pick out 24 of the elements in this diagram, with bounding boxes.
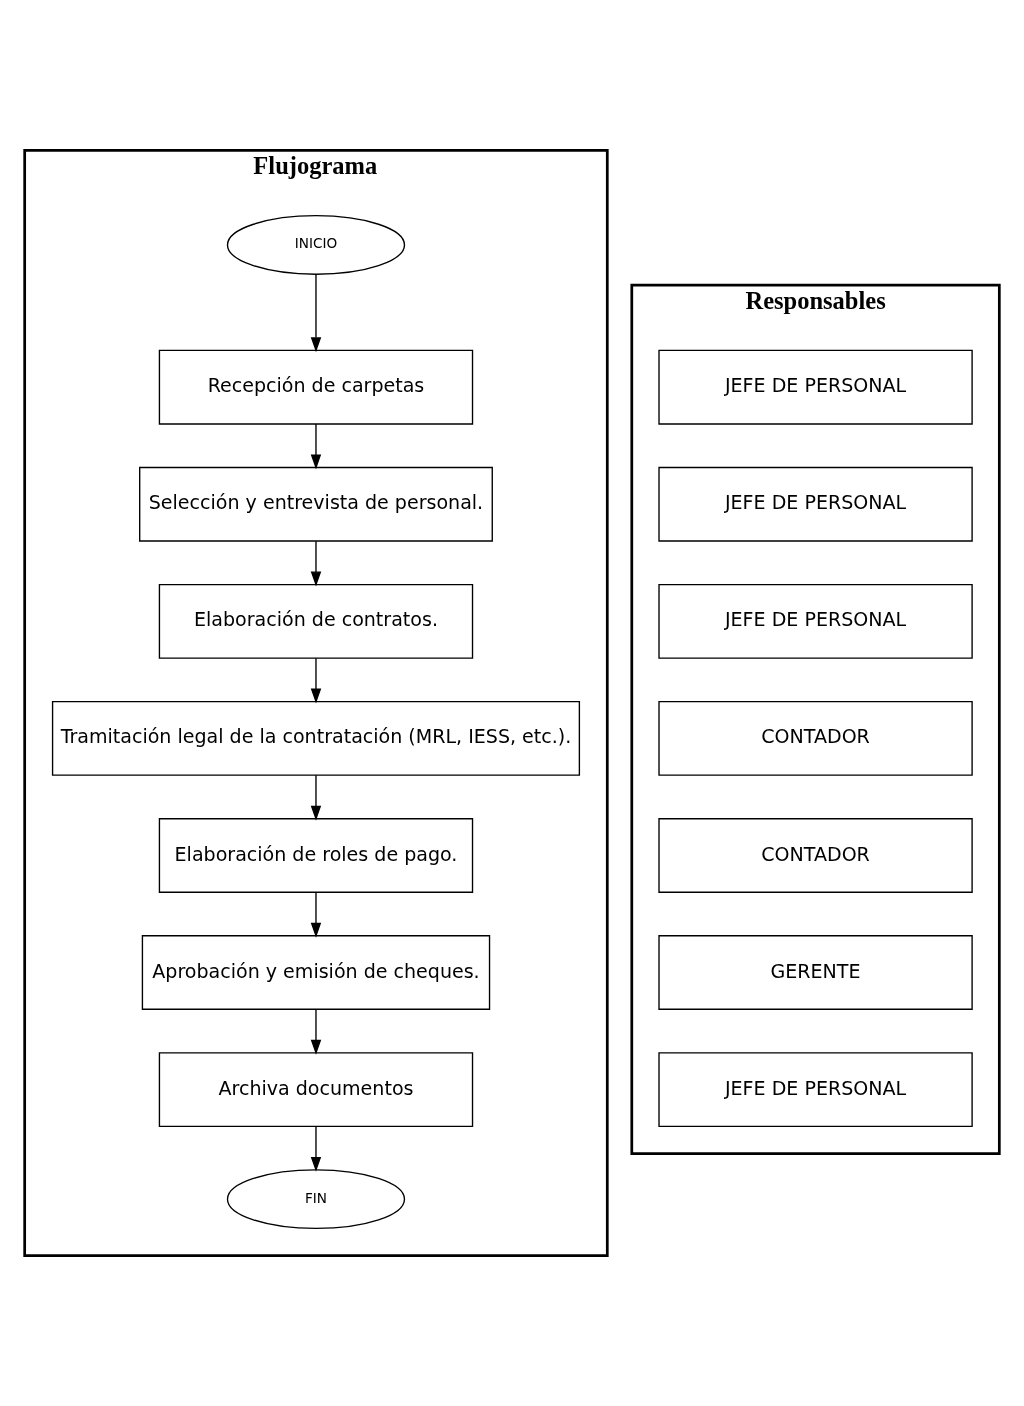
node-box: Archiva documentos xyxy=(158,1052,474,1128)
node-box: Elaboración de contratos. xyxy=(158,583,474,659)
node-box: Recepción de carpetas xyxy=(158,349,474,425)
node-box: GERENTE xyxy=(658,935,973,1010)
node-box: JEFE DE PERSONAL xyxy=(658,583,973,659)
arrow xyxy=(310,774,322,821)
arrow xyxy=(310,540,322,587)
node-box: Aprobación y emisión de cheques. xyxy=(141,935,491,1010)
node-ellipse: INICIO xyxy=(226,215,406,275)
arrow xyxy=(310,1125,322,1172)
arrow xyxy=(310,273,322,353)
arrow xyxy=(310,657,322,704)
node-ellipse: FIN xyxy=(226,1169,406,1230)
node-box: JEFE DE PERSONAL xyxy=(658,466,973,542)
node-box: JEFE DE PERSONAL xyxy=(658,349,973,425)
arrow xyxy=(310,423,322,470)
arrow xyxy=(310,891,322,938)
node-box: Selección y entrevista de personal. xyxy=(139,466,493,542)
arrow xyxy=(310,1008,322,1055)
node-box: CONTADOR xyxy=(658,700,973,776)
node-box: Elaboración de roles de pago. xyxy=(158,818,474,893)
node-box: CONTADOR xyxy=(658,818,973,893)
node-box: JEFE DE PERSONAL xyxy=(658,1052,973,1128)
node-box: Tramitación legal de la contratación (MRL, IESS, etc.). xyxy=(51,700,581,776)
